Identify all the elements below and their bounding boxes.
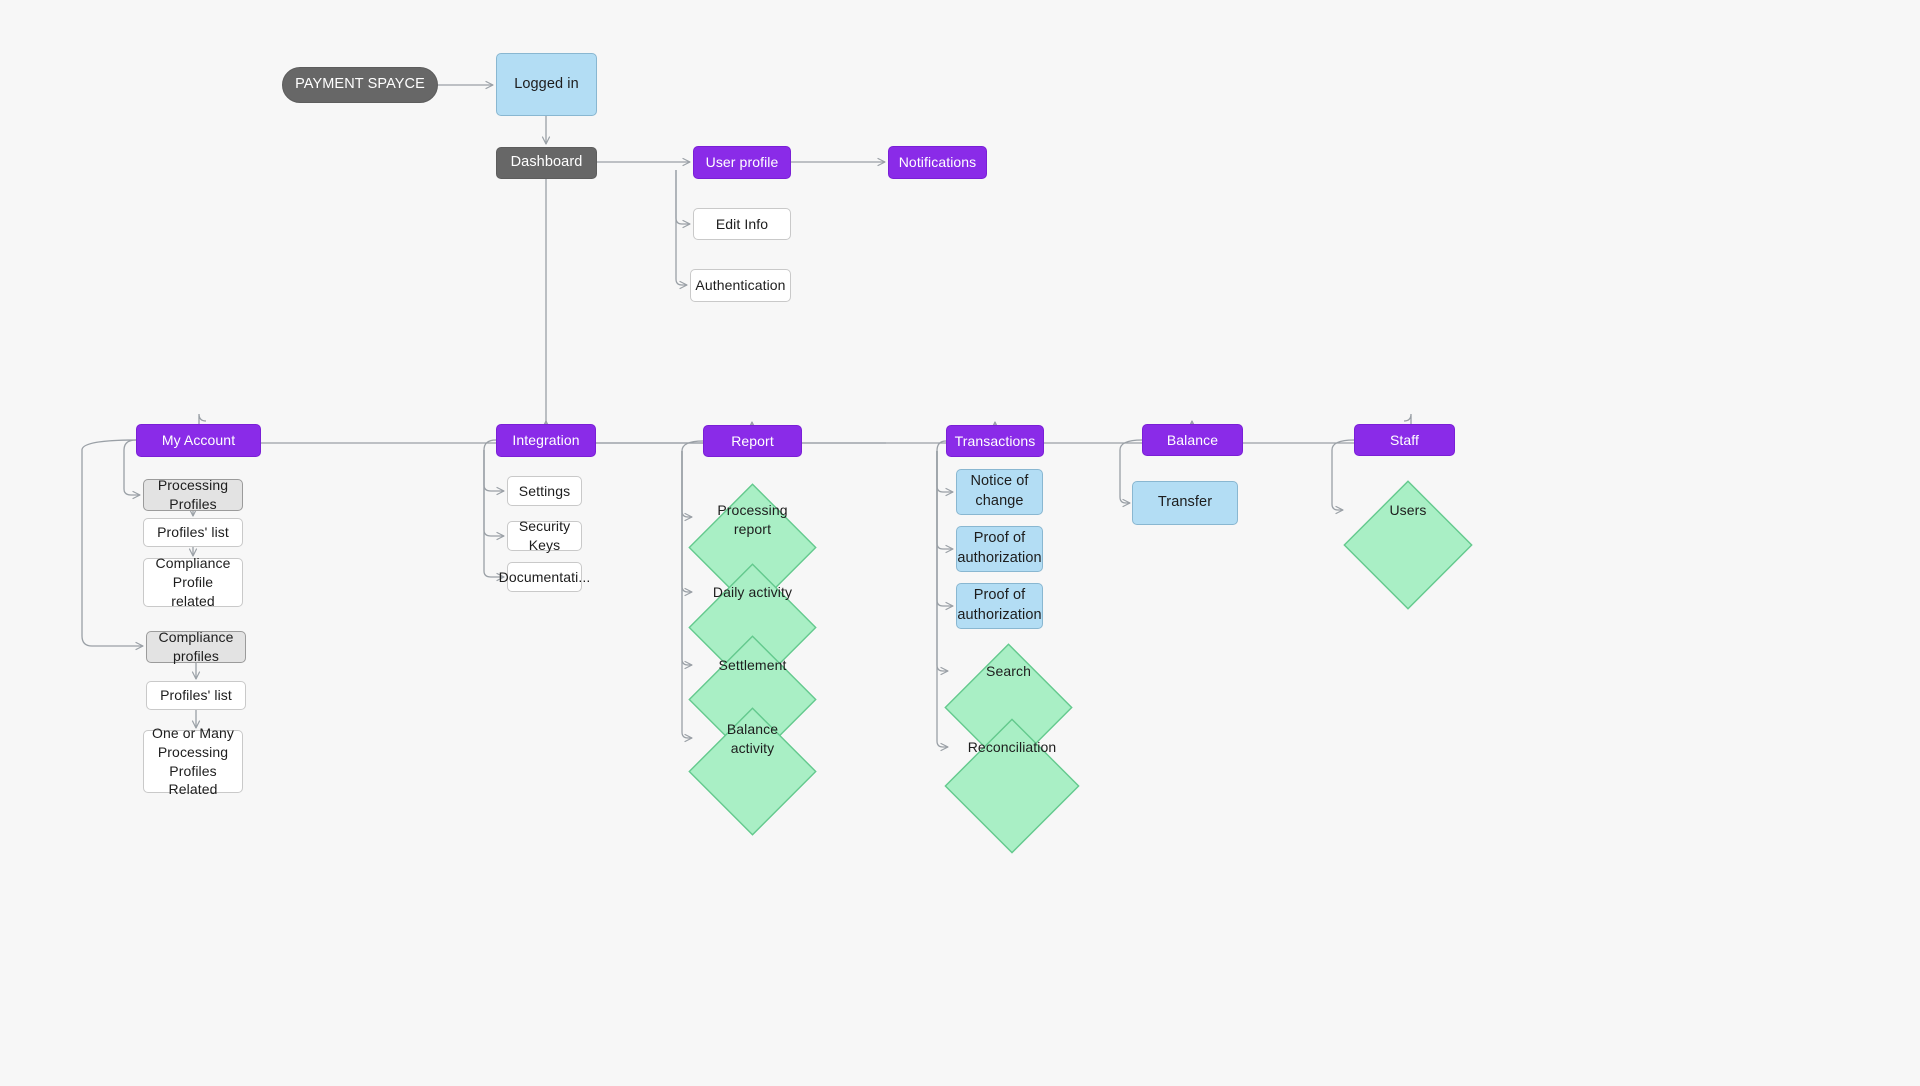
node-start[interactable]: PAYMENT SPAYCE	[282, 67, 438, 103]
node-search[interactable]: Search	[944, 643, 1073, 699]
node-one_or_many[interactable]: One or Many Processing Profiles Related	[143, 725, 243, 797]
edge-transactions-proof-1	[936, 451, 954, 554]
node-notice_of_change[interactable]: Notice of change	[956, 469, 1043, 515]
node-integration[interactable]: Integration	[496, 424, 596, 457]
node-proof_of_auth_1[interactable]: Proof of authorization	[956, 526, 1043, 572]
node-settlement[interactable]: Settlement	[688, 635, 817, 695]
node-my_account[interactable]: My Account	[136, 424, 261, 457]
node-report[interactable]: Report	[703, 425, 802, 457]
edge-dashboard-edit-info	[675, 170, 691, 229]
node-transfer[interactable]: Transfer	[1132, 481, 1238, 525]
edge-integration-security-keys	[483, 450, 505, 541]
node-staff[interactable]: Staff	[1354, 424, 1455, 456]
node-documentation[interactable]: Documentati...	[499, 562, 590, 592]
edge-dashboard-authentication	[675, 170, 688, 290]
node-label: Processing report	[717, 501, 788, 537]
edge-my-account-compliance-profiles	[81, 439, 144, 651]
diamond-shape	[688, 707, 817, 836]
node-authentication[interactable]: Authentication	[690, 269, 791, 302]
node-label: Search	[986, 662, 1031, 679]
node-user_profile[interactable]: User profile	[693, 146, 791, 179]
node-balance_activity[interactable]: Balance activity	[688, 707, 817, 770]
node-label: Daily activity	[712, 583, 793, 600]
diamond-shape	[1343, 480, 1473, 610]
node-reconciliation[interactable]: Reconciliation	[944, 718, 1080, 776]
node-processing_report[interactable]: Processing report	[688, 483, 817, 556]
edge-transactions-search	[936, 451, 949, 676]
node-label: Balance activity	[726, 720, 779, 756]
node-settings[interactable]: Settings	[507, 476, 582, 506]
node-processing_profiles[interactable]: Processing Profiles	[143, 477, 243, 512]
node-users[interactable]: Users	[1343, 480, 1473, 540]
node-label: Reconciliation	[967, 738, 1057, 755]
node-label: Settlement	[718, 656, 787, 673]
diamond-shape	[944, 718, 1080, 854]
node-transactions[interactable]: Transactions	[946, 425, 1044, 457]
edge-transactions-proof-2	[936, 451, 954, 611]
node-proof_of_auth_2[interactable]: Proof of authorization	[956, 583, 1043, 629]
node-notifications[interactable]: Notifications	[888, 146, 987, 179]
node-profiles_list_1[interactable]: Profiles' list	[143, 518, 243, 547]
node-label: Users	[1389, 501, 1427, 518]
node-edit_info[interactable]: Edit Info	[693, 208, 791, 240]
node-profiles_list_2[interactable]: Profiles' list	[146, 681, 246, 710]
node-compliance_profile_related[interactable]: Compliance Profile related	[143, 555, 243, 609]
node-daily_activity[interactable]: Daily activity	[688, 563, 817, 621]
node-balance[interactable]: Balance	[1142, 424, 1243, 456]
node-compliance_profiles[interactable]: Compliance profiles	[146, 629, 246, 664]
node-security_keys[interactable]: Security Keys	[507, 518, 582, 553]
node-logged_in[interactable]: Logged in	[496, 53, 597, 116]
edge-integration-documentation	[483, 450, 505, 582]
node-dashboard[interactable]: Dashboard	[496, 147, 597, 179]
